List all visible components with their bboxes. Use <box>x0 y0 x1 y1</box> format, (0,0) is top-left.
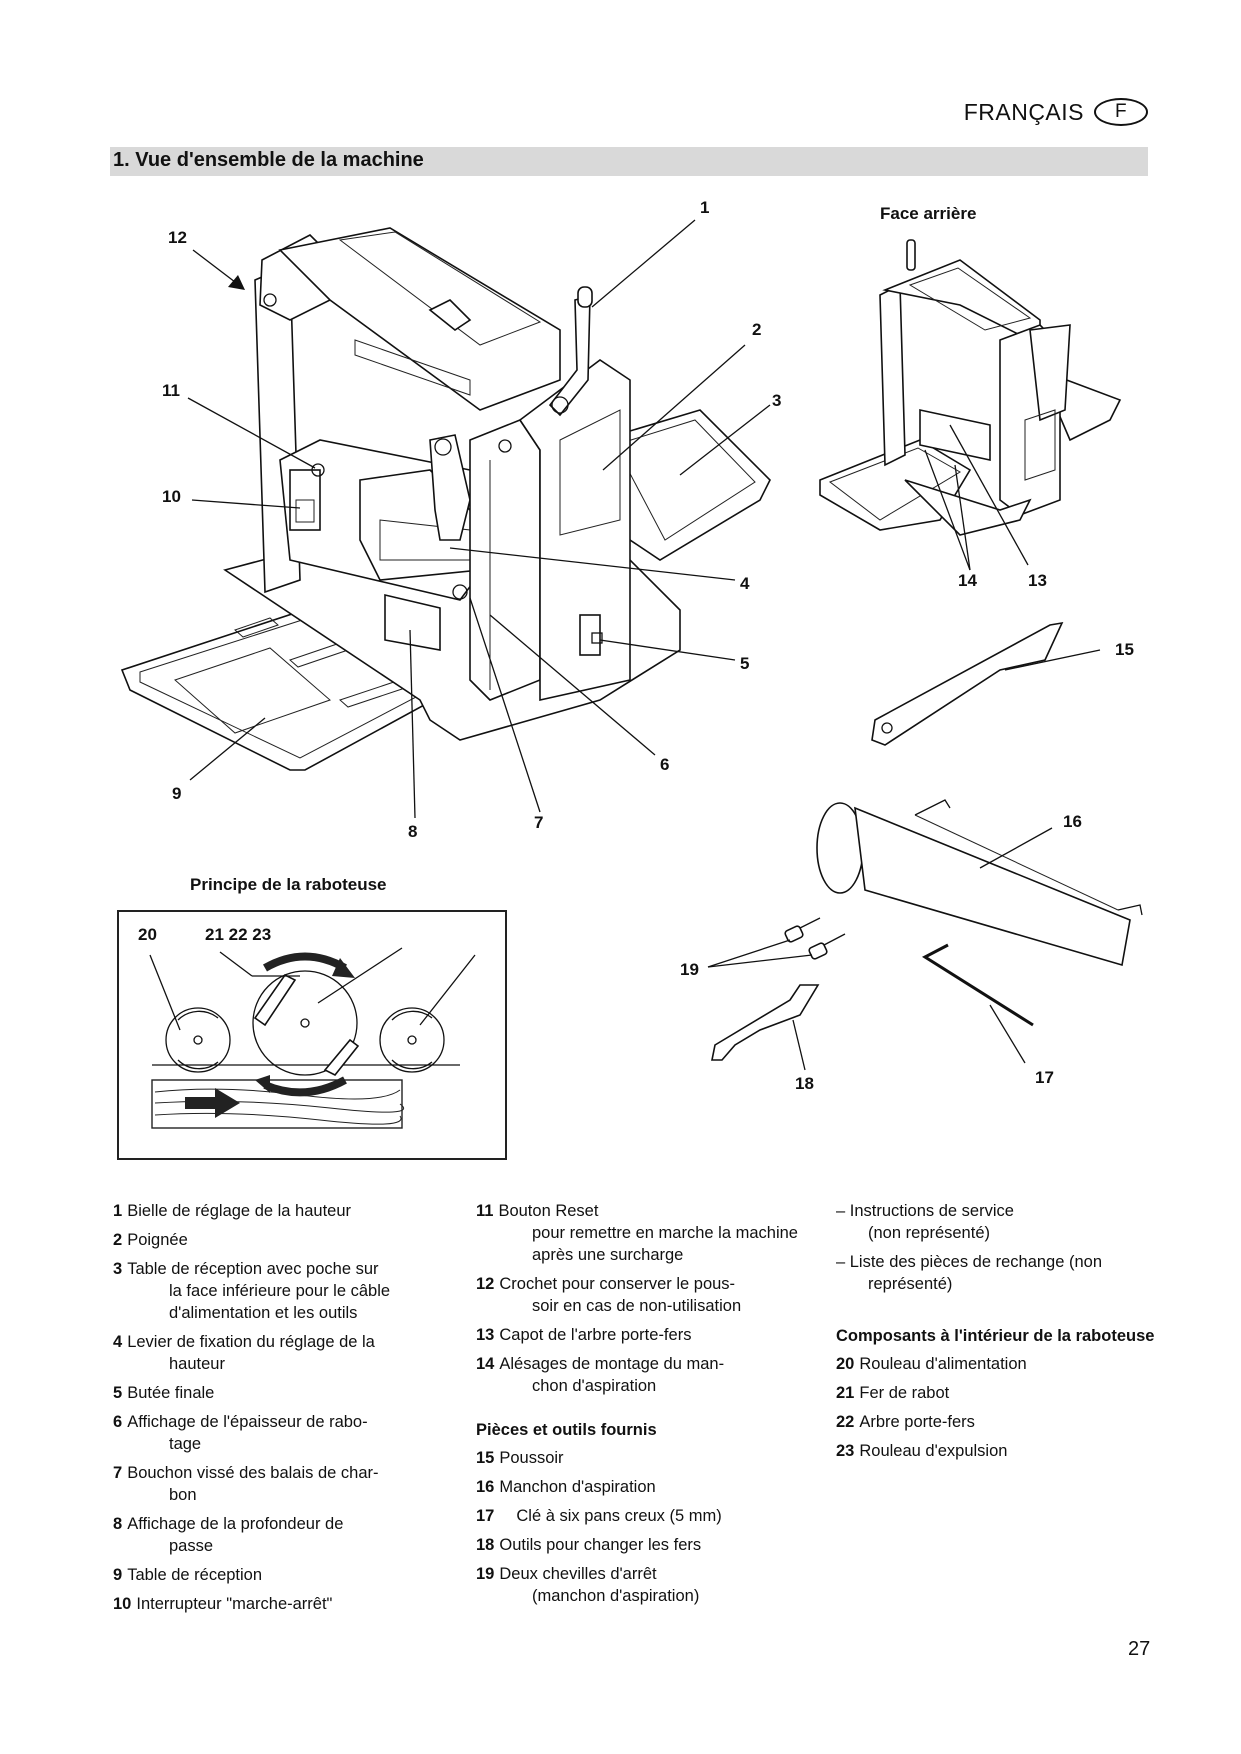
callout-10: 10 <box>162 487 181 506</box>
legend-column-3: – Instructions de service(non représenté… <box>836 1200 1156 1469</box>
callout-11: 11 <box>162 381 180 400</box>
callout-8: 8 <box>408 822 418 841</box>
callout-9: 9 <box>172 784 182 803</box>
callout-19: 19 <box>680 960 699 979</box>
callout-16: 16 <box>1063 812 1082 831</box>
callout-3: 3 <box>772 391 782 410</box>
components-heading: Composants à l'intérieur de la raboteuse <box>836 1327 1155 1345</box>
callout-4: 4 <box>740 574 750 593</box>
callout-14: 14 <box>958 571 977 590</box>
callout-15: 15 <box>1115 640 1134 659</box>
legend-extra-manual: – Instructions de service(non représenté… <box>836 1202 1014 1242</box>
page-number: 27 <box>1128 1638 1151 1660</box>
language-indicator: FRANÇAIS F <box>964 98 1148 126</box>
callout-5: 5 <box>740 654 750 673</box>
callout-2: 2 <box>752 320 762 339</box>
callout-13: 13 <box>1028 571 1047 590</box>
callout-21-22-23: 21 22 23 <box>205 925 272 944</box>
language-code-badge: F <box>1094 98 1148 126</box>
section-title: 1. Vue d'ensemble de la machine <box>113 149 424 171</box>
callout-20: 20 <box>138 925 157 944</box>
callout-1: 1 <box>700 198 710 217</box>
supplied-parts-heading: Pièces et outils fournis <box>476 1421 657 1439</box>
principle-title: Principe de la raboteuse <box>190 875 387 894</box>
callout-7: 7 <box>534 813 544 832</box>
section-title-bar <box>110 147 1148 176</box>
dust-sleeve-drawing <box>816 799 1143 967</box>
callout-17: 17 <box>1035 1068 1054 1087</box>
callout-12: 12 <box>168 228 187 247</box>
callout-18: 18 <box>795 1074 814 1093</box>
callout-6: 6 <box>660 755 670 774</box>
push-stick-drawing <box>871 621 1064 746</box>
language-label: FRANÇAIS <box>963 98 1084 125</box>
rear-view-title: Face arrière <box>880 204 977 223</box>
principle-diagram-frame <box>117 910 507 1160</box>
